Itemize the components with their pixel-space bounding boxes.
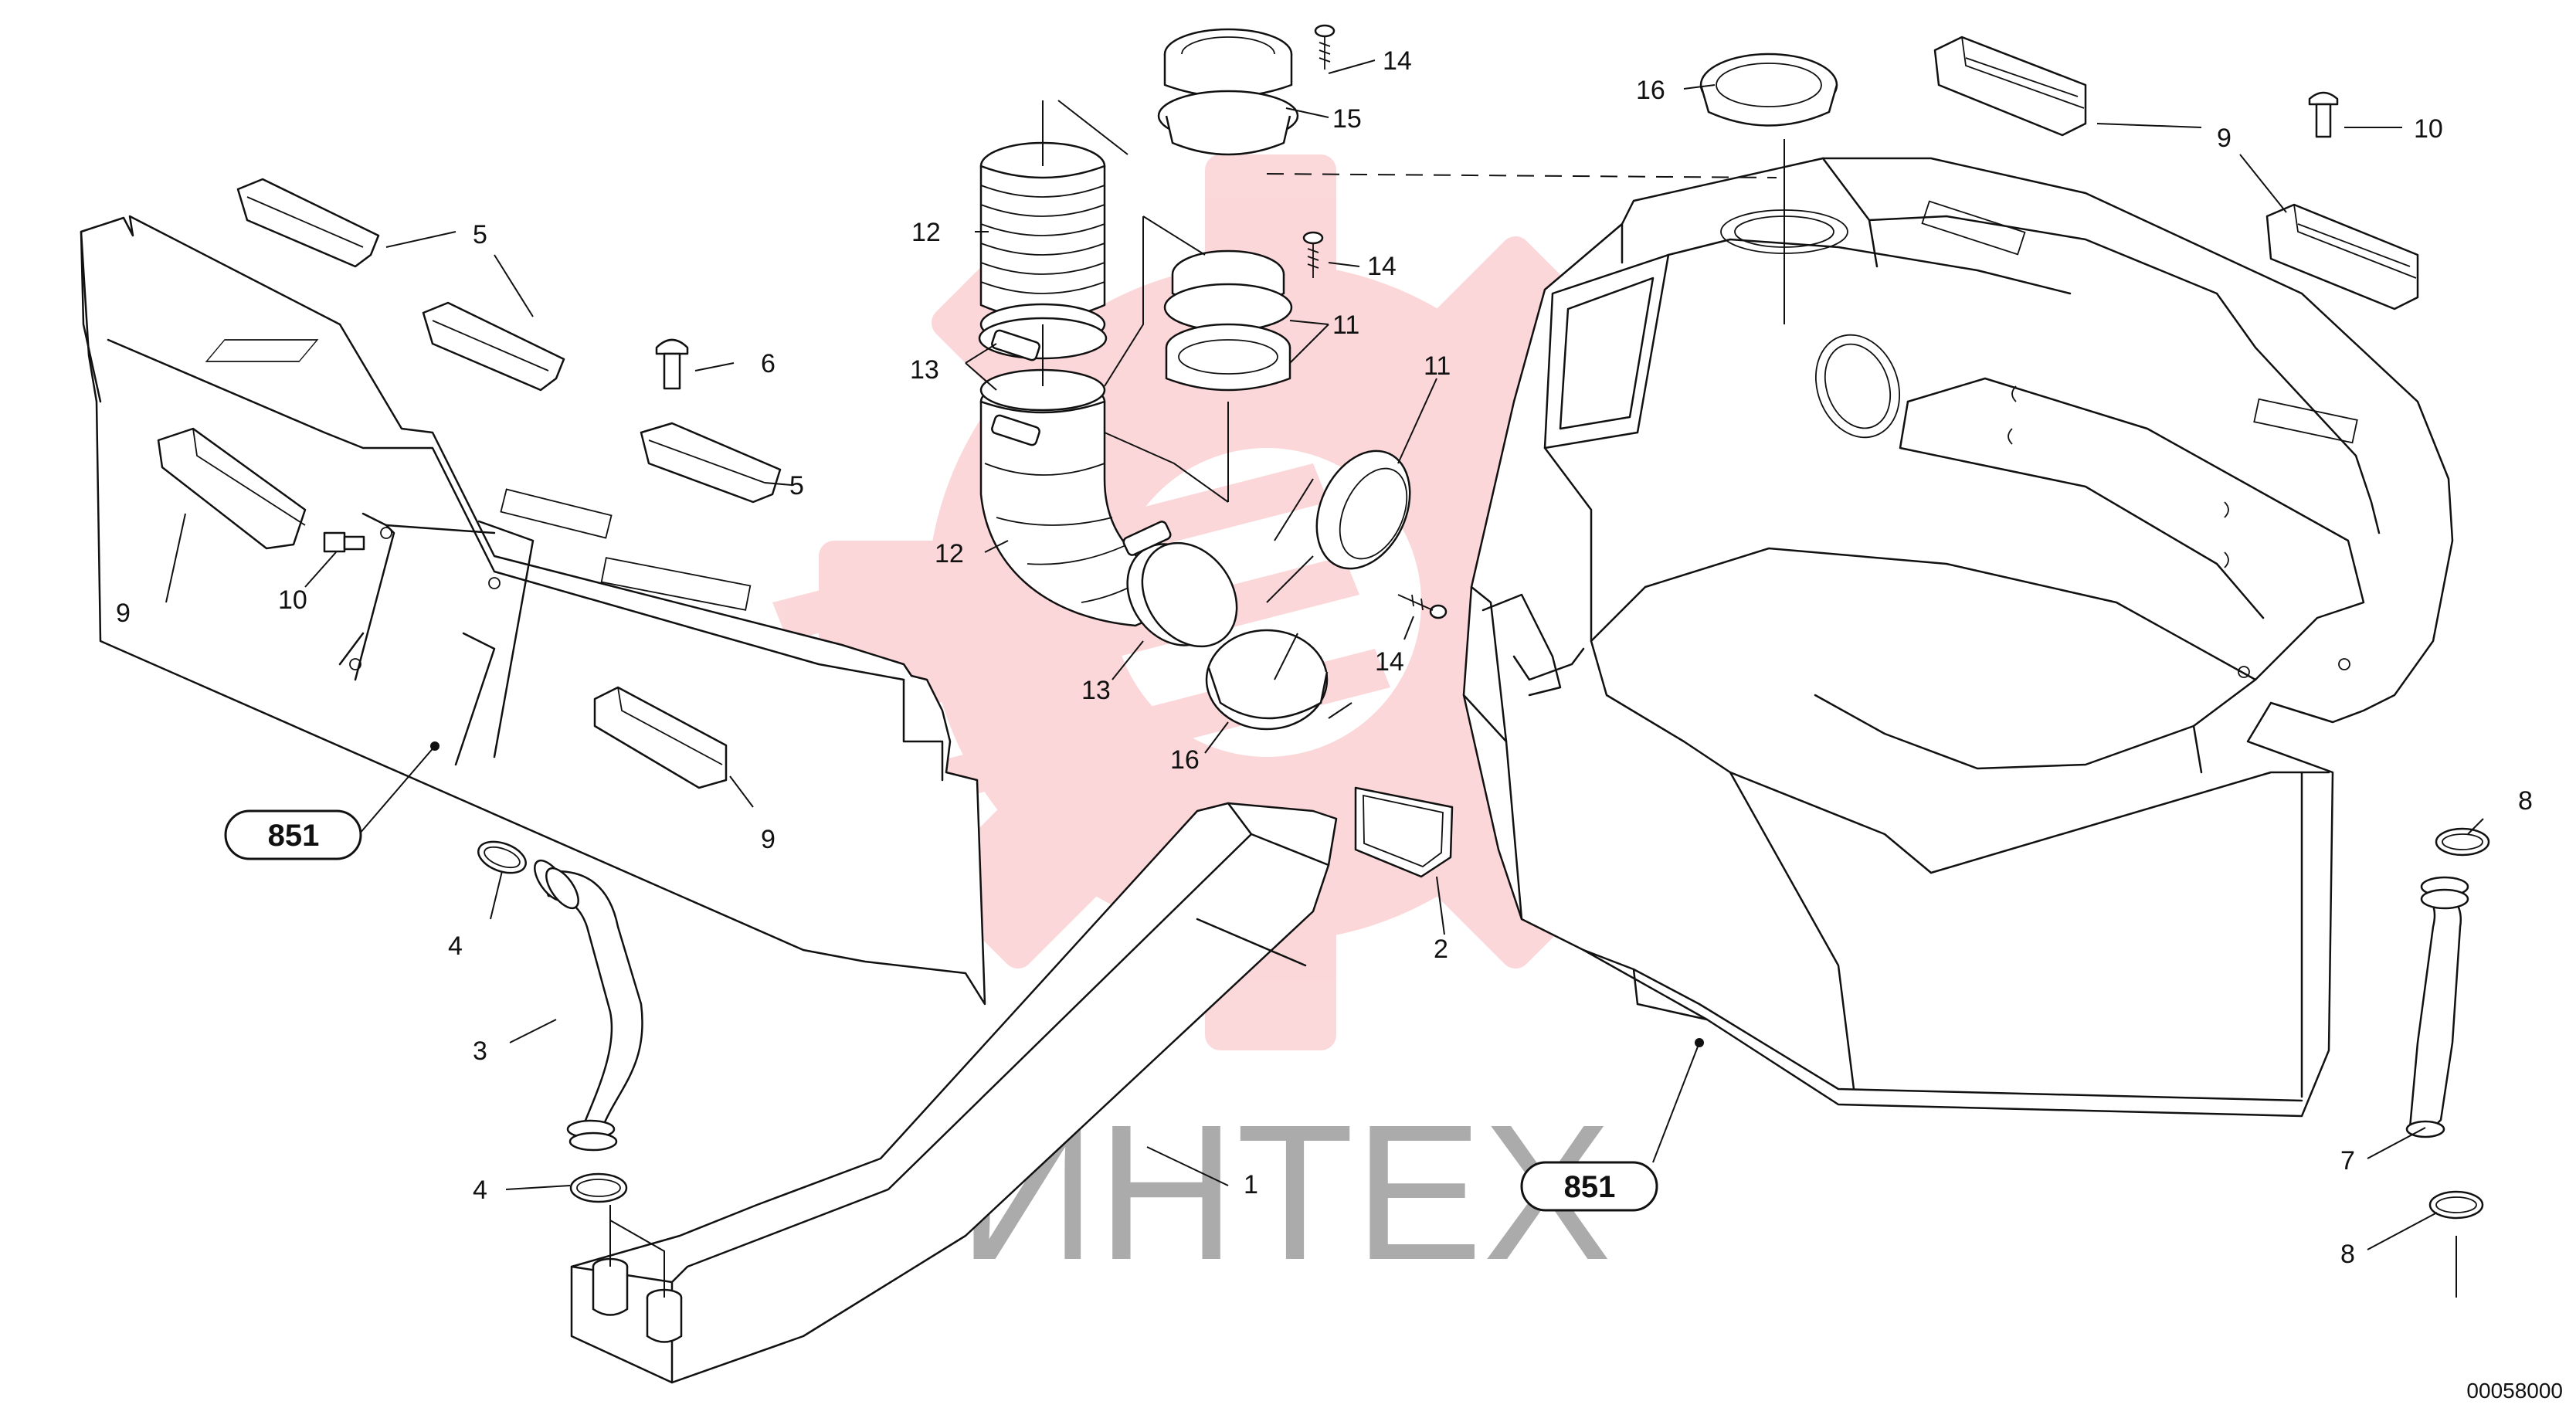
bolt-right — [2308, 91, 2339, 138]
hose-clamp-upper-left — [477, 840, 527, 874]
reference-badge-left[interactable]: 851 — [224, 809, 362, 860]
reference-label: 851 — [1564, 1170, 1616, 1204]
vent-outlet-right — [2265, 203, 2419, 310]
callout-9-right: 9 — [2217, 124, 2232, 153]
callout-5-upper: 5 — [473, 220, 487, 249]
vent-ring-upper — [1163, 249, 1293, 332]
vent-outlet-top-right — [1933, 36, 2087, 137]
cab-shell — [1462, 157, 2454, 1118]
callout-4-lower: 4 — [473, 1176, 487, 1205]
reference-badge-right[interactable]: 851 — [1520, 1161, 1658, 1212]
callout-9-center: 9 — [761, 825, 776, 854]
callout-numbers: 1 2 3 4 4 5 5 6 7 8 8 9 9 9 10 10 11 11 … — [116, 46, 2533, 1269]
callout-3: 3 — [473, 1036, 487, 1066]
hose-clamp-lower-right — [2428, 1190, 2484, 1220]
callout-16-upper: 16 — [1636, 76, 1665, 105]
vent-ring-side — [1315, 450, 1411, 570]
callout-8-upper: 8 — [2518, 786, 2533, 816]
callout-12-upper: 12 — [911, 218, 941, 247]
vent-cover-cap-top — [1699, 53, 1838, 127]
callout-10-right: 10 — [2414, 114, 2443, 144]
vent-grille-2 — [422, 301, 565, 392]
hose-clamp-elbow — [1122, 521, 1238, 648]
screw-side — [1397, 594, 1448, 619]
callout-7: 7 — [2340, 1146, 2355, 1176]
callout-16-lower: 16 — [1170, 745, 1200, 775]
assembly-lines — [609, 100, 2457, 1298]
vent-cover-cap — [1205, 629, 1329, 731]
screw-top — [1314, 24, 1336, 70]
callout-2: 2 — [1434, 935, 1448, 964]
callout-11-lower: 11 — [1424, 351, 1451, 381]
vent-grille-3 — [640, 422, 782, 504]
hose-clamp-upper-right — [2435, 827, 2490, 857]
air-vent-nozzle — [1157, 28, 1299, 156]
callout-14-middle: 14 — [1367, 252, 1397, 281]
callout-14-top: 14 — [1383, 46, 1412, 76]
bellows-hose-straight — [979, 141, 1106, 346]
hose-right — [2405, 876, 2469, 1138]
screw-middle — [1302, 231, 1324, 278]
bolt-left-lower — [323, 531, 365, 553]
reference-label: 851 — [268, 819, 320, 853]
callout-1: 1 — [1244, 1170, 1258, 1199]
hose-clamp-lower-left — [569, 1172, 628, 1203]
duct-gasket — [1354, 786, 1454, 878]
vent-grille-1 — [236, 178, 380, 268]
left-side-panel — [80, 215, 986, 1006]
callout-11-upper: 11 — [1332, 310, 1359, 340]
hose-left — [534, 859, 643, 1152]
leader-lines — [165, 59, 2484, 1250]
hose-clamp-middle-center — [979, 368, 1106, 446]
callout-13-upper: 13 — [910, 355, 939, 385]
callout-14-side: 14 — [1375, 647, 1404, 677]
air-duct-main — [570, 802, 1338, 1384]
document-number: 00058000 — [2466, 1379, 2563, 1403]
callout-15: 15 — [1332, 104, 1362, 134]
bolt-left — [655, 338, 689, 390]
callout-13-lower: 13 — [1081, 676, 1111, 705]
callout-6: 6 — [761, 349, 776, 378]
vent-outlet-center — [593, 686, 728, 789]
callout-9-left: 9 — [116, 599, 131, 628]
callout-10-left: 10 — [278, 585, 307, 615]
callout-4-upper: 4 — [448, 931, 463, 961]
callout-12-lower: 12 — [935, 539, 964, 568]
vent-ring-lower — [1165, 323, 1291, 392]
callout-8-lower: 8 — [2340, 1240, 2355, 1269]
callout-5-lower: 5 — [789, 471, 804, 500]
vent-outlet-left — [157, 427, 307, 550]
